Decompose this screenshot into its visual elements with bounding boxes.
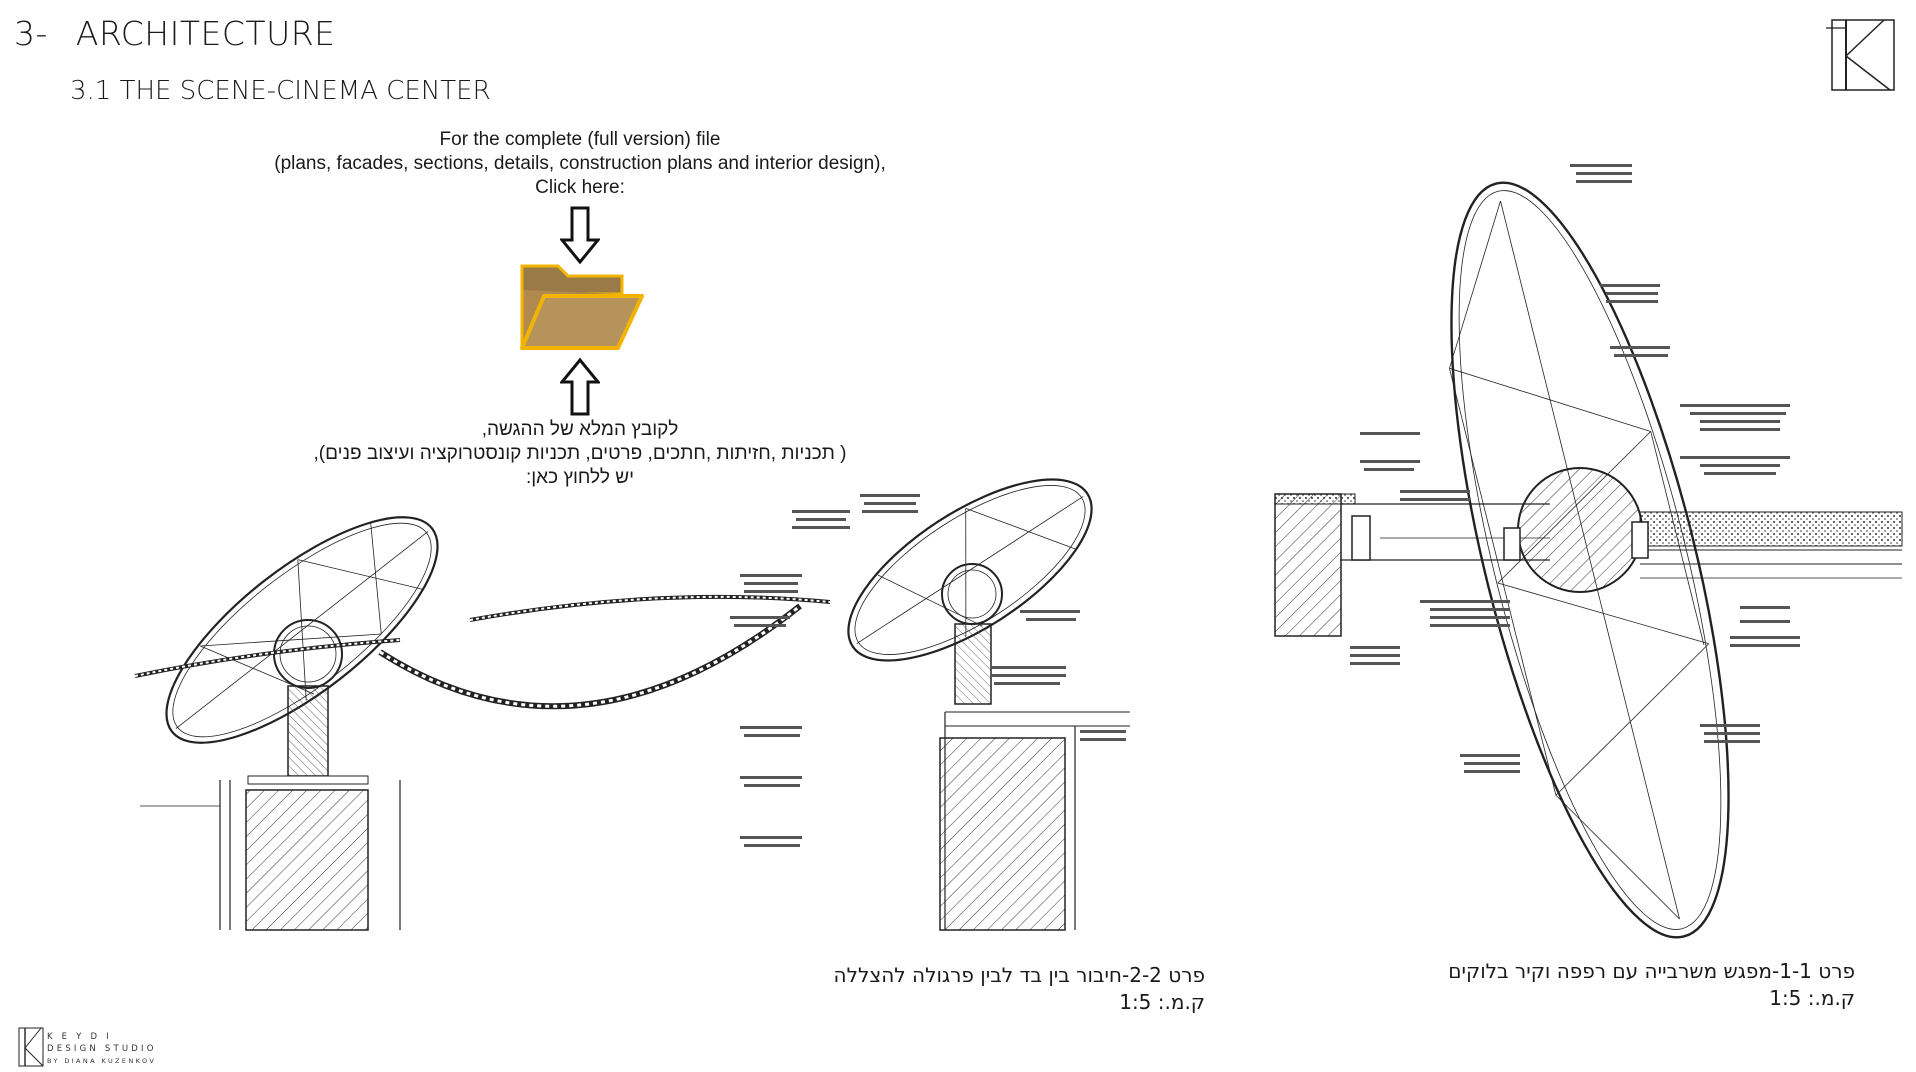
section-number: 3- (14, 14, 48, 53)
section-title: 3- ARCHITECTURE (14, 14, 336, 53)
detail-drawing-2-2 (134, 478, 1130, 931)
download-instructions-english: For the complete (full version) file (pl… (250, 128, 910, 200)
up-arrow-icon (560, 357, 600, 416)
download-line: לקובץ המלא של ההגשה, (481, 419, 679, 440)
studio-name: K E Y D I DESIGN STUDIO BY DIANA KUZENKO… (47, 1031, 157, 1067)
detail-scale: ק.מ.: 1:5 (1769, 986, 1855, 1010)
brand-logo (1826, 19, 1895, 91)
studio-line: BY DIANA KUZENKOV (47, 1057, 157, 1065)
studio-line: DESIGN STUDIO (47, 1044, 157, 1054)
down-arrow-icon (560, 206, 600, 265)
detail-title: פרט 1-1-מפגש משרבייה עם רפפה וקיר בלוקים (1448, 959, 1855, 983)
download-instructions-hebrew: לקובץ המלא של ההגשה, ( תכניות ,חזיתות ,ח… (250, 418, 910, 490)
detail-caption-2-2: פרט 2-2-חיבור בין בד לבין פרגולה להצללה … (820, 962, 1205, 1016)
download-line: (plans, facades, sections, details, cons… (274, 153, 886, 174)
download-line: Click here: (535, 177, 625, 198)
section-name: ARCHITECTURE (75, 14, 336, 53)
studio-line: K E Y D I (47, 1032, 112, 1042)
detail-scale: ק.מ.: 1:5 (1119, 990, 1205, 1014)
download-line: For the complete (full version) file (439, 129, 721, 150)
detail-drawing-1-1 (1274, 164, 1903, 939)
download-line: יש ללחוץ כאן: (525, 467, 635, 488)
subsection-title: 3.1 THE SCENE-CINEMA CENTER (70, 76, 491, 106)
download-line: ( תכניות ,חזיתות ,חתכים, פרטים, תכניות ק… (313, 443, 847, 464)
studio-logo-mark (18, 1027, 44, 1067)
detail-caption-1-1: פרט 1-1-מפגש משרבייה עם רפפה וקיר בלוקים… (1410, 958, 1855, 1012)
folder-open-icon[interactable] (518, 260, 646, 354)
detail-title: פרט 2-2-חיבור בין בד לבין פרגולה להצללה (833, 963, 1205, 987)
